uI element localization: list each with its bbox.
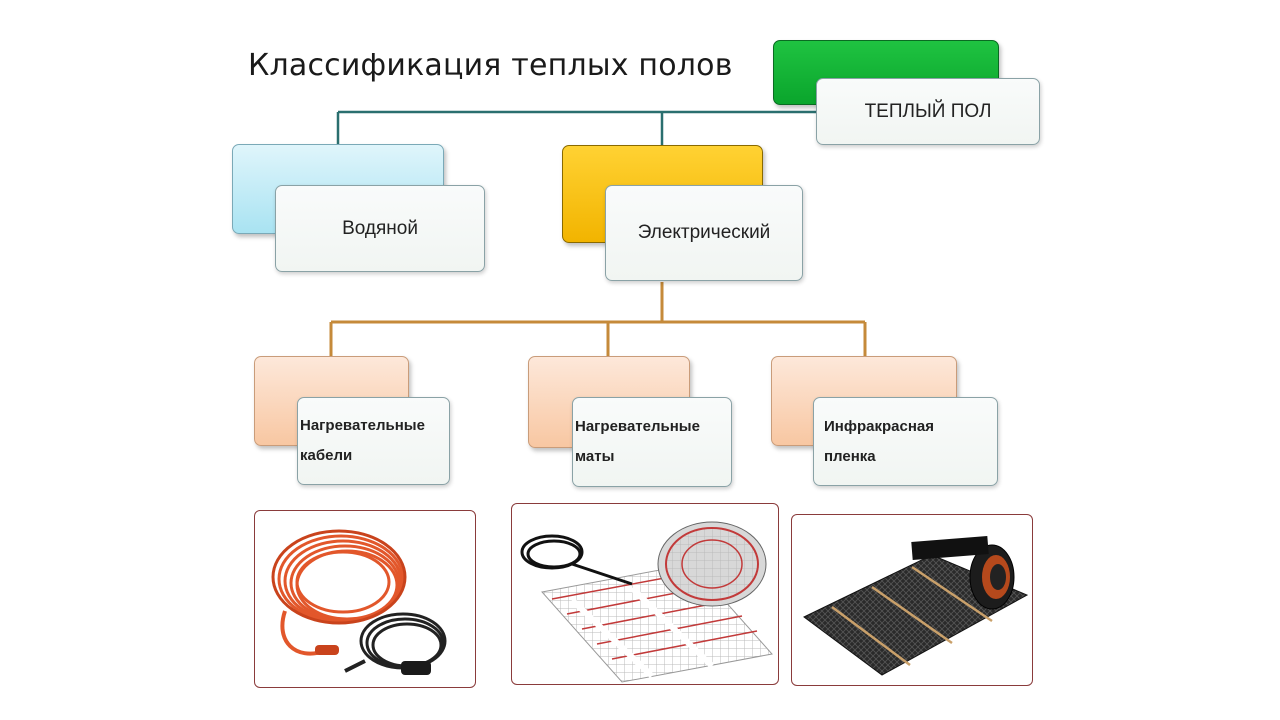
heating-mat-photo bbox=[511, 503, 779, 685]
infrared-film-roll-image bbox=[803, 536, 1029, 676]
page-title: Классификация теплых полов bbox=[248, 48, 733, 83]
cables-label-line1: Нагревательные bbox=[300, 417, 425, 434]
cables-label-line2: кабели bbox=[300, 447, 353, 464]
water-node: Водяной bbox=[275, 185, 485, 272]
water-node-label: Водяной bbox=[342, 217, 418, 239]
film-label-line2: пленка bbox=[824, 447, 876, 465]
top-connectors bbox=[336, 110, 818, 146]
heating-mat-roll-image bbox=[520, 521, 773, 683]
heating-cable-photo bbox=[254, 510, 476, 688]
electric-node: Электрический bbox=[605, 185, 803, 281]
heating-cable-coil-image bbox=[271, 529, 447, 675]
mats-label-line2: маты bbox=[575, 448, 615, 465]
root-node: ТЕПЛЫЙ ПОЛ bbox=[816, 78, 1040, 145]
film-label-line1: Инфракрасная bbox=[824, 417, 934, 435]
infrared-film-photo bbox=[791, 514, 1033, 686]
root-node-label: ТЕПЛЫЙ ПОЛ bbox=[864, 100, 992, 122]
electric-node-label: Электрический bbox=[637, 222, 771, 243]
cables-node: Нагревательные кабели bbox=[297, 397, 450, 485]
mats-node: Нагревательные маты bbox=[572, 397, 732, 487]
mats-label-line1: Нагревательные bbox=[575, 418, 700, 435]
film-node: Инфракрасная пленка bbox=[813, 397, 998, 486]
bottom-connectors bbox=[329, 282, 867, 358]
